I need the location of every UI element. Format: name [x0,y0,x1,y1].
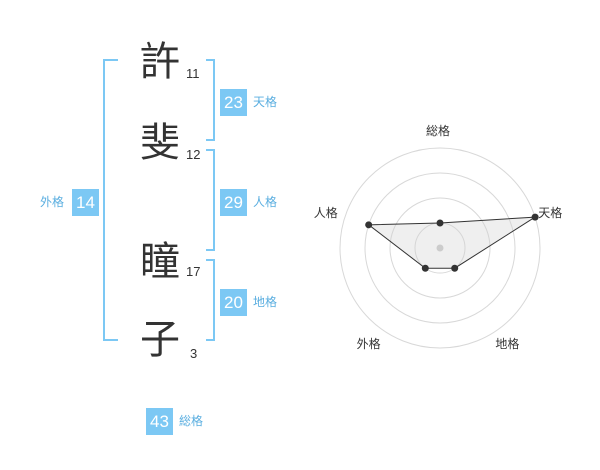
name-char-4: 子 [140,317,180,363]
radar-point-2 [451,264,459,272]
jinkaku-bracket [206,149,215,251]
radar-point-0 [436,219,444,227]
tenkaku-label: 天格 [253,95,278,109]
radar-axis-label-2: 地格 [495,337,520,352]
radar-center-dot [436,244,444,252]
radar-ring-3 [364,172,516,324]
radar-axis-label-3: 外格 [356,337,381,352]
radar-ring-4 [339,147,541,349]
radar-axis-label-4: 人格 [313,205,338,220]
gaikaku-label: 外格 [40,195,65,209]
chikaku-label: 地格 [253,295,278,309]
name-char-2: 斐 [140,120,180,166]
tenkaku-bracket [206,59,215,141]
jinkaku-label: 人格 [253,195,278,209]
radar-ring-2 [389,197,491,299]
soukaku-label: 総格 [179,414,204,428]
name-char-1: 許 [140,39,180,85]
stroke-count-3: 17 [186,264,201,279]
chikaku-badge: 20 [220,289,247,316]
stroke-count-2: 12 [186,147,201,162]
name-char-3: 瞳 [140,239,180,285]
tenkaku-badge: 23 [220,89,247,116]
radar-axis-label-0: 総格 [426,124,451,138]
stroke-count-1: 11 [186,66,200,81]
radar-series-polygon [367,216,536,269]
radar-point-4 [365,221,373,229]
chikaku-bracket [206,259,215,341]
jinkaku-badge: 29 [220,189,247,216]
radar-axis-label-1: 天格 [538,205,563,220]
gaikaku-bracket [103,59,118,341]
radar-point-3 [421,264,429,272]
stroke-count-4: 3 [190,346,198,361]
gaikaku-badge: 14 [72,189,99,216]
radar-point-1 [531,213,539,221]
soukaku-badge: 43 [146,408,173,435]
